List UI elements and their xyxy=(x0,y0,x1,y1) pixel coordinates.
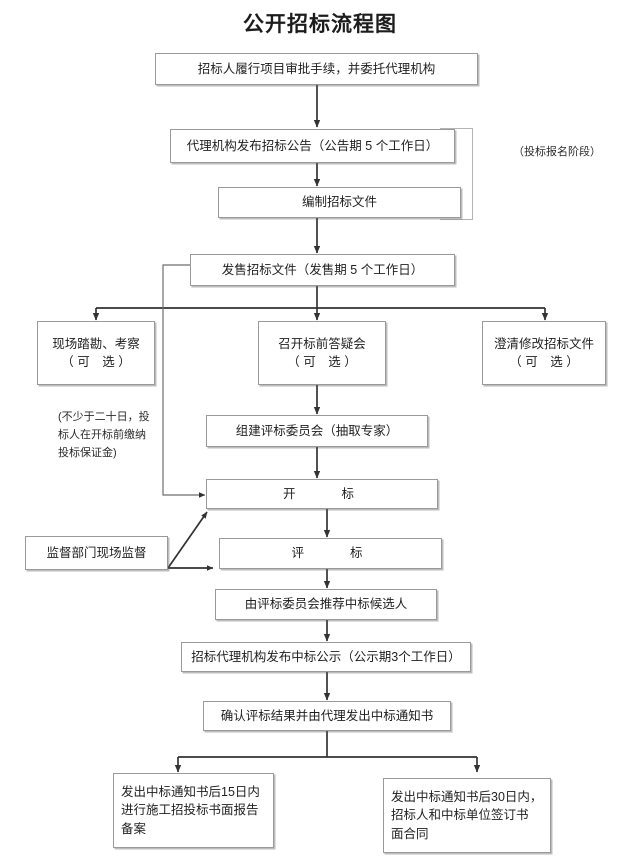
annotation-deposit: (不少于二十日，投 标人在开标前缴纳 投标保证金) xyxy=(58,411,150,460)
node-confirm-notice-label: 确认评标结果并由代理发出中标通知书 xyxy=(220,708,434,723)
node-filing-15days-label: 发出中标通知书后15日内 进行施工招投标书面报告 备案 xyxy=(121,785,260,836)
node-clarify-docs[interactable]: 澄清修改招标文件 （ 可 选 ） xyxy=(482,321,606,385)
node-announcement[interactable]: 代理机构发布招标公告（公告期 5 个工作日） xyxy=(170,129,455,163)
node-committee[interactable]: 组建评标委员会（抽取专家） xyxy=(206,415,428,447)
node-prepare-docs[interactable]: 编制招标文件 xyxy=(218,187,461,218)
node-contract-30days[interactable]: 发出中标通知书后30日内， 招标人和中标单位签订书 面合同 xyxy=(383,778,551,853)
node-bid-opening-label: 开 标 xyxy=(282,486,361,501)
node-clarify-docs-label: 澄清修改招标文件 （ 可 选 ） xyxy=(493,336,594,369)
node-site-survey[interactable]: 现场踏勘、考察 （ 可 选 ） xyxy=(37,321,155,385)
node-approval-label: 招标人履行项目审批手续，并委托代理机构 xyxy=(197,61,436,76)
node-pre-bid-meeting[interactable]: 召开标前答疑会 （ 可 选 ） xyxy=(258,321,386,385)
node-confirm-notice[interactable]: 确认评标结果并由代理发出中标通知书 xyxy=(203,701,451,731)
node-supervision[interactable]: 监督部门现场监督 xyxy=(25,536,168,570)
annotation-registration-phase: （投标报名阶段） xyxy=(513,146,601,158)
node-publicity-label: 招标代理机构发布中标公示（公示期3个工作日） xyxy=(191,649,461,664)
node-site-survey-label: 现场踏勘、考察 （ 可 选 ） xyxy=(52,336,140,369)
node-publicity[interactable]: 招标代理机构发布中标公示（公示期3个工作日） xyxy=(181,642,471,672)
node-announcement-label: 代理机构发布招标公告（公告期 5 个工作日） xyxy=(186,138,439,153)
node-bid-evaluation[interactable]: 评 标 xyxy=(219,538,442,569)
node-committee-label: 组建评标委员会（抽取专家） xyxy=(235,423,399,438)
registration-phase-bracket xyxy=(440,128,473,220)
node-bid-evaluation-label: 评 标 xyxy=(291,546,370,561)
node-bid-opening[interactable]: 开 标 xyxy=(206,479,438,509)
node-filing-15days[interactable]: 发出中标通知书后15日内 进行施工招投标书面报告 备案 xyxy=(113,773,274,848)
node-recommend[interactable]: 由评标委员会推荐中标候选人 xyxy=(215,589,437,620)
node-sell-docs-label: 发售招标文件（发售期 5 个工作日） xyxy=(221,262,424,277)
node-supervision-label: 监督部门现场监督 xyxy=(46,545,147,560)
node-pre-bid-meeting-label: 召开标前答疑会 （ 可 选 ） xyxy=(278,336,366,369)
node-sell-docs[interactable]: 发售招标文件（发售期 5 个工作日） xyxy=(190,254,455,286)
node-prepare-docs-label: 编制招标文件 xyxy=(301,195,377,210)
node-approval[interactable]: 招标人履行项目审批手续，并委托代理机构 xyxy=(155,53,478,85)
node-recommend-label: 由评标委员会推荐中标候选人 xyxy=(244,597,408,612)
node-contract-30days-label: 发出中标通知书后30日内， 招标人和中标单位签订书 面合同 xyxy=(391,790,543,841)
page-title: 公开招标流程图 xyxy=(243,13,397,36)
